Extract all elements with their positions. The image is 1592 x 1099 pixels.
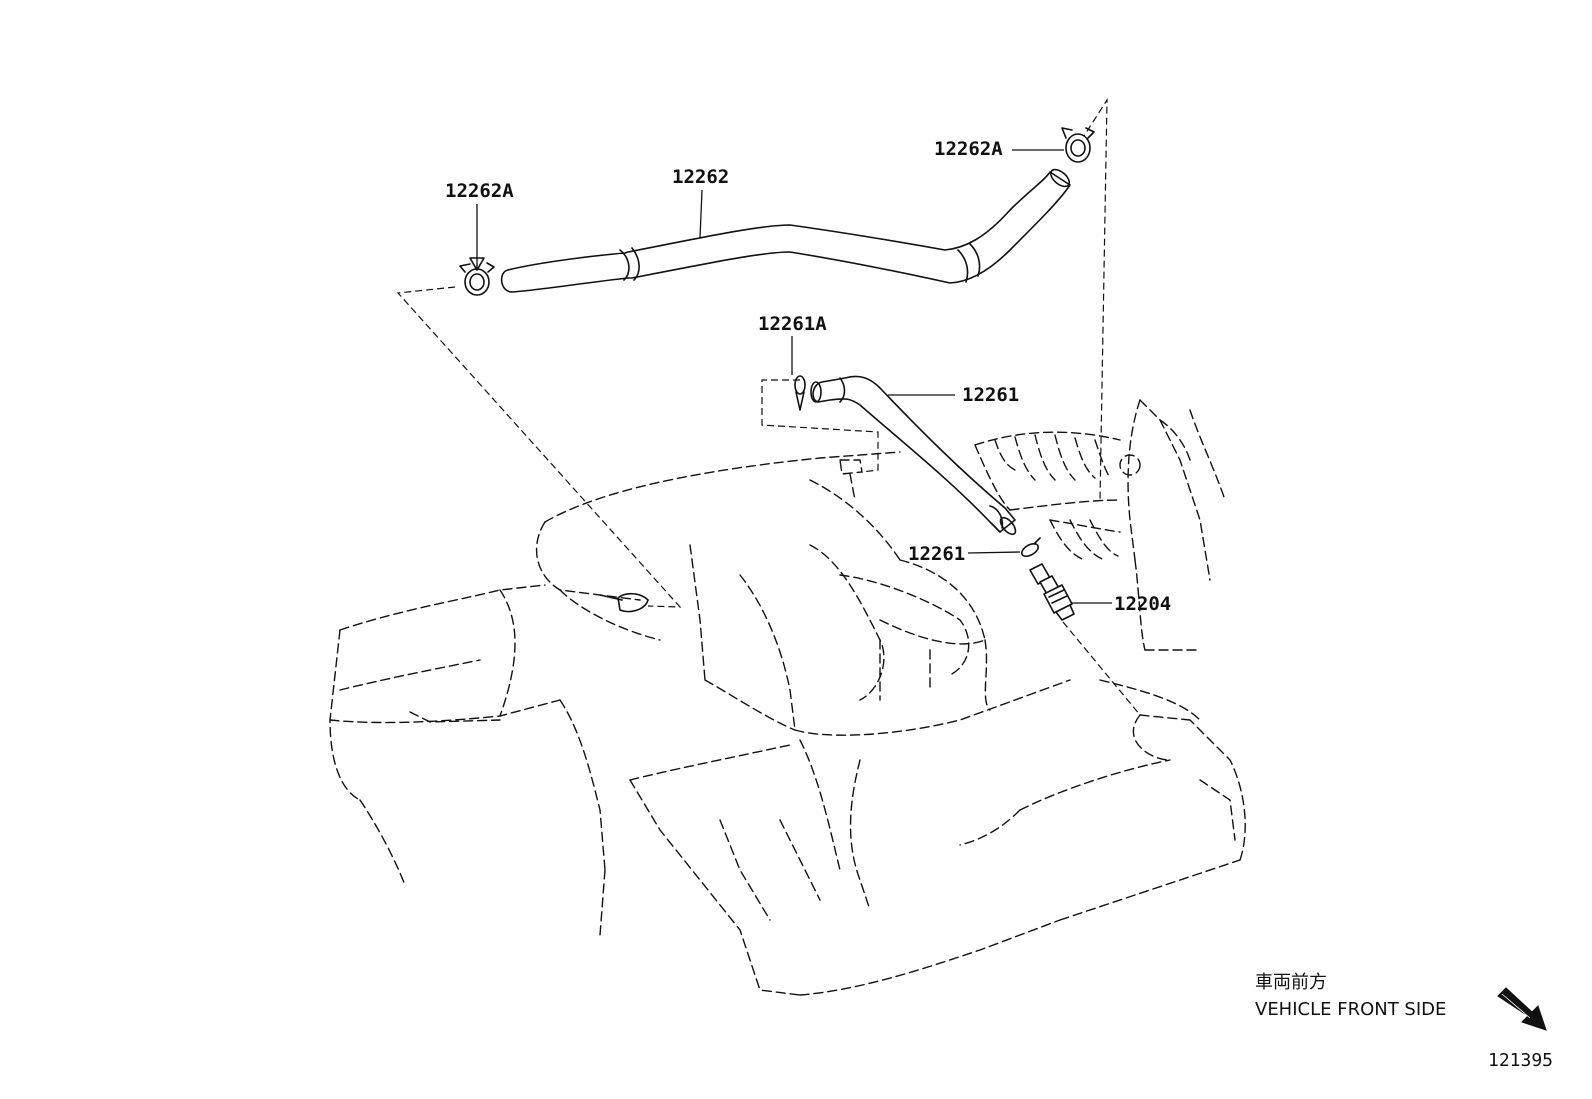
- air-intake-bellows: [974, 431, 1121, 561]
- illustration-number: 121395: [1488, 1050, 1553, 1071]
- direction-arrow-icon: [1497, 987, 1547, 1031]
- pcv-valve: [1029, 563, 1075, 621]
- pcv-hose-12261: [810, 375, 1017, 536]
- ventilation-hose-12262: [500, 168, 1071, 293]
- vehicle-front-label-jp: 車両前方: [1255, 972, 1327, 993]
- leader-lines: [469, 149, 1112, 604]
- label-clamp-left: 12262A: [445, 180, 514, 202]
- engine-outline: [329, 399, 1246, 996]
- label-hose-upper: 12262: [672, 166, 729, 188]
- orientation-note: 車両前方 VEHICLE FRONT SIDE: [1255, 972, 1547, 1031]
- hose-clamp-right: [1061, 127, 1095, 163]
- part-labels: 12262A 12262 12262A 12261A 12261 12261 1…: [445, 138, 1171, 615]
- gasket-ring: [1021, 537, 1041, 558]
- label-pcv-valve: 12204: [1114, 593, 1171, 615]
- hose-clamp-left: [459, 262, 495, 296]
- vehicle-front-label-en: VEHICLE FRONT SIDE: [1255, 999, 1446, 1020]
- hose-clamp-small: [794, 375, 806, 411]
- connection-guide-lines: [396, 97, 1141, 716]
- label-clamp-right: 12262A: [934, 138, 1003, 160]
- label-hose-lower: 12261: [962, 384, 1019, 406]
- label-clamp-small: 12261A: [758, 313, 827, 335]
- label-gasket: 12261: [908, 543, 965, 565]
